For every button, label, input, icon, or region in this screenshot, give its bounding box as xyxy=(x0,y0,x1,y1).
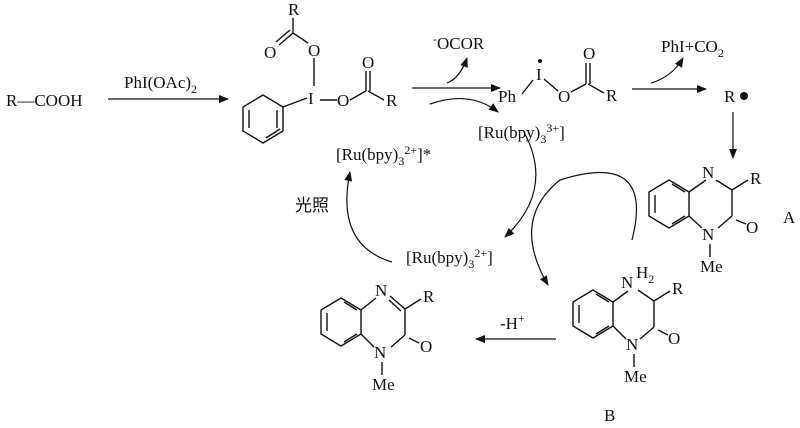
nitrogen-atom: N xyxy=(626,335,638,354)
carboxylate-loss-arrow xyxy=(446,57,468,84)
r-group: R xyxy=(288,0,300,19)
nitrogen-atom: N xyxy=(702,163,714,182)
ru-reduction-arrow xyxy=(504,131,537,238)
deprotonation-label: -H+ xyxy=(500,311,525,333)
oxidative-quenching-arrow xyxy=(429,98,499,113)
carboxylic-acid-label: R—COOH xyxy=(6,91,83,110)
oxygen-atom: O xyxy=(420,337,432,356)
ru-excited-label: [Ru(bpy)32+]* xyxy=(336,143,431,168)
compound-a-structure: N R O N Me xyxy=(648,163,762,276)
oxygen-atom: O xyxy=(264,43,276,62)
iodane-intermediate: I O R O O O R xyxy=(242,0,398,144)
light-label: 光照 xyxy=(295,196,329,215)
compound-b-label: B xyxy=(604,406,615,425)
phenyl-label: Ph xyxy=(498,87,516,106)
oxygen-atom: O xyxy=(337,91,349,110)
r-group: R xyxy=(750,169,762,188)
methyl-label: Me xyxy=(372,375,395,394)
ammonium-h2-label: H2 xyxy=(636,263,654,286)
radical-dot xyxy=(538,59,542,63)
product-structure: N R O N Me xyxy=(320,281,435,394)
alkyl-radical-label: R xyxy=(724,87,736,106)
iodine-atom: I xyxy=(308,89,314,108)
byproduct-label: PhI+CO2 xyxy=(661,37,724,60)
r-group: R xyxy=(386,91,398,110)
nitrogen-atom: N xyxy=(375,281,387,300)
oxygen-atom: O xyxy=(668,329,680,348)
nitrogen-atom: N xyxy=(374,343,386,362)
r-group: R xyxy=(423,287,435,306)
iodine-atom: I xyxy=(536,65,542,84)
ru3-label: [Ru(bpy)33+] xyxy=(478,121,565,146)
decarboxylation-loss-arrow xyxy=(650,57,684,84)
methyl-label: Me xyxy=(700,257,723,276)
compound-b-structure: N H2 R O N Me xyxy=(572,263,684,386)
oxygen-atom: O xyxy=(308,41,320,60)
oxygen-atom: O xyxy=(558,87,570,106)
r-group: R xyxy=(606,86,618,105)
iodanyl-radical: Ph I O O R xyxy=(498,44,618,106)
nitrogen-atom: N xyxy=(702,225,714,244)
carboxylate-label: -OCOR xyxy=(433,32,485,53)
oxygen-atom: O xyxy=(746,218,758,237)
ru2-label: [Ru(bpy)32+] xyxy=(406,246,493,271)
oxygen-atom: O xyxy=(362,53,374,72)
radical-dot xyxy=(740,92,748,100)
single-electron-oxidation-arrow xyxy=(531,171,637,286)
compound-a-label: A xyxy=(783,208,796,227)
oxygen-atom: O xyxy=(583,44,595,63)
r-group: R xyxy=(672,279,684,298)
oxidant-label: PhI(OAc)2 xyxy=(124,73,197,96)
methyl-label: Me xyxy=(624,367,647,386)
photoexcitation-arrow xyxy=(344,171,393,263)
nitrogen-atom: N xyxy=(621,273,633,292)
